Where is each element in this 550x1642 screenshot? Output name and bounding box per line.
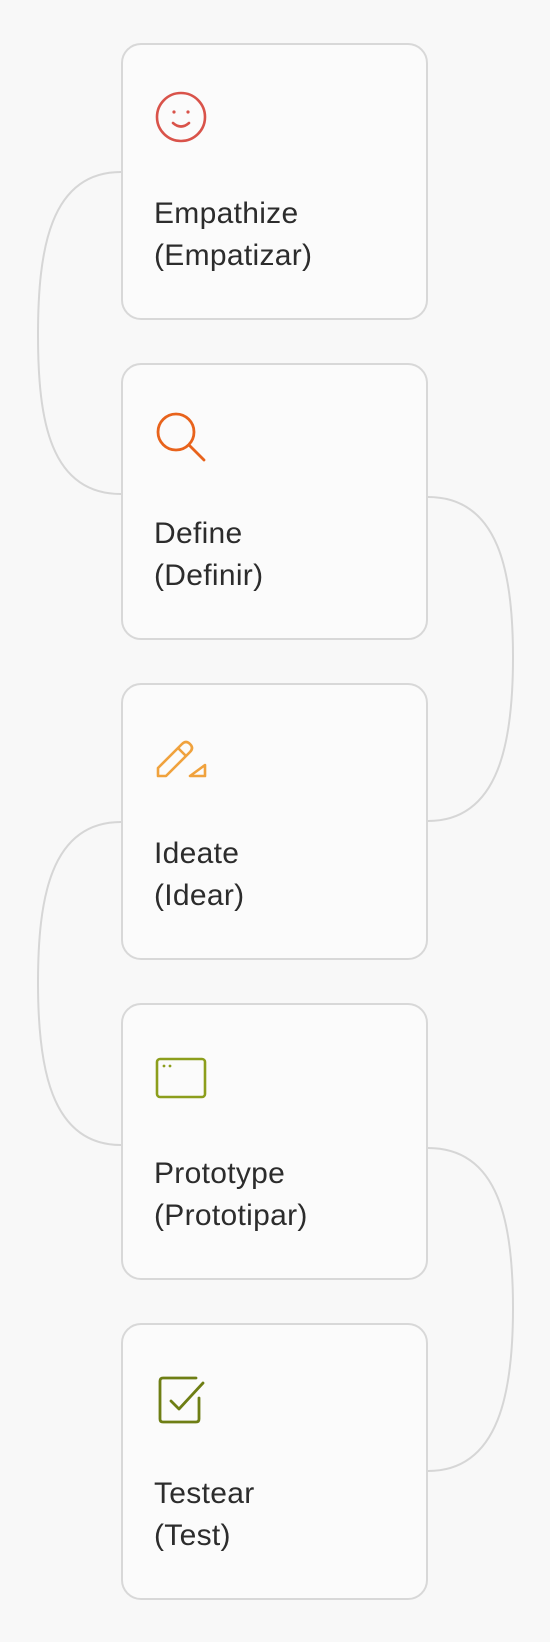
step-card-prototype: Prototype (Prototipar) bbox=[121, 1003, 428, 1280]
step-title: Ideate (Idear) bbox=[154, 833, 412, 917]
connector-empathize-define bbox=[36, 171, 122, 495]
step-title: Testear (Test) bbox=[154, 1473, 412, 1557]
step-name: Define bbox=[154, 517, 243, 550]
step-card-empathize: Empathize (Empatizar) bbox=[121, 43, 428, 320]
step-card-define: Define (Definir) bbox=[121, 363, 428, 640]
step-translation: (Prototipar) bbox=[154, 1199, 308, 1232]
step-card-ideate: Ideate (Idear) bbox=[121, 683, 428, 960]
step-title: Define (Definir) bbox=[154, 513, 412, 597]
step-translation: (Test) bbox=[154, 1519, 231, 1552]
connector-prototype-test bbox=[427, 1147, 515, 1472]
browser-window-icon bbox=[155, 1057, 207, 1109]
step-translation: (Idear) bbox=[154, 879, 245, 912]
connector-ideate-prototype bbox=[36, 821, 122, 1146]
search-icon bbox=[155, 411, 207, 463]
step-translation: (Empatizar) bbox=[154, 239, 313, 272]
step-card-test: Testear (Test) bbox=[121, 1323, 428, 1600]
checkbox-icon bbox=[155, 1375, 207, 1427]
step-title: Prototype (Prototipar) bbox=[154, 1153, 412, 1237]
pencil-icon bbox=[155, 737, 207, 789]
step-name: Ideate bbox=[154, 837, 240, 870]
step-translation: (Definir) bbox=[154, 559, 264, 592]
connector-define-ideate bbox=[427, 496, 515, 822]
step-name: Prototype bbox=[154, 1157, 286, 1190]
step-title: Empathize (Empatizar) bbox=[154, 193, 412, 277]
step-name: Empathize bbox=[154, 197, 299, 230]
step-name: Testear bbox=[154, 1477, 255, 1510]
smile-icon bbox=[155, 91, 207, 143]
